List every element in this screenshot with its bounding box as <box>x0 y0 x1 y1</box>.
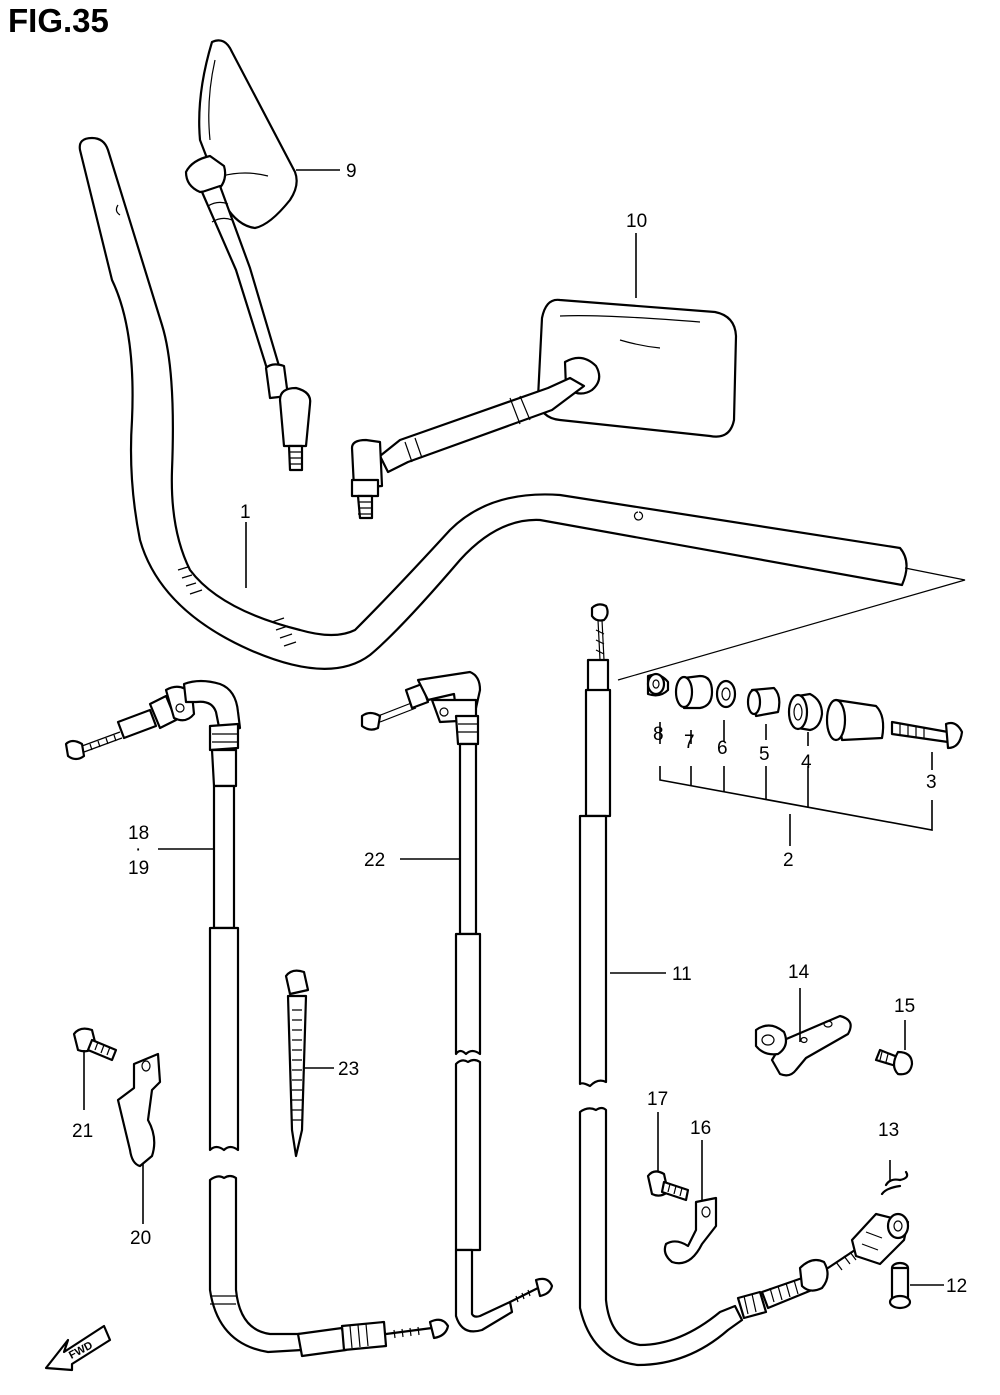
part-23-cable-tie <box>284 969 310 1158</box>
callout-12: 12 <box>946 1276 967 1297</box>
callout-16: 16 <box>690 1118 711 1139</box>
callout-23: 23 <box>338 1059 359 1080</box>
callout-4: 4 <box>801 752 812 773</box>
part-14-bracket <box>754 1014 852 1077</box>
part-22-cable <box>360 670 554 1333</box>
callout-7: 7 <box>684 732 695 753</box>
part-4-damper <box>787 692 824 732</box>
part-clevis <box>850 1212 910 1266</box>
balancer-assembly <box>617 567 966 846</box>
callout-15: 15 <box>894 996 915 1017</box>
callout-2: 2 <box>783 850 794 871</box>
callout-13: 13 <box>878 1120 899 1141</box>
callout-20: 20 <box>130 1228 151 1249</box>
part-12-pin <box>888 1261 912 1310</box>
part-5-spacer <box>746 686 781 718</box>
callout-14: 14 <box>788 962 810 983</box>
part-8-nut <box>646 672 670 697</box>
callout-3: 3 <box>926 772 937 793</box>
part-15-screw <box>874 1048 914 1076</box>
callout-5: 5 <box>759 744 770 765</box>
callout-17: 17 <box>647 1089 668 1110</box>
callout-9: 9 <box>346 161 357 182</box>
mirror-left <box>184 39 312 472</box>
part-20-bracket <box>116 1052 162 1168</box>
callout-18: 18 <box>128 823 149 844</box>
callout-6: 6 <box>717 738 728 759</box>
part-11-clutch-cable <box>578 603 860 1367</box>
leader-lines <box>83 169 944 1286</box>
callout-21: 21 <box>72 1121 93 1142</box>
callout-11: 11 <box>672 964 692 985</box>
forward-arrow: FWD <box>44 1324 112 1372</box>
handlebar <box>78 136 908 670</box>
part-21-bolt <box>72 1027 118 1062</box>
callout-1: 1 <box>240 502 251 523</box>
figure-title: FIG.35 <box>8 2 109 39</box>
part-18-19-throttle-cable <box>64 679 450 1358</box>
part-16-clamp <box>663 1196 718 1265</box>
callout-labels: 9 10 1 8 7 6 5 4 3 2 18 · 19 22 11 14 15… <box>72 161 967 1297</box>
part-3-screw <box>890 720 964 750</box>
callout-22: 22 <box>364 850 385 871</box>
callout-19: 19 <box>128 858 149 879</box>
part-13-clip <box>880 1170 909 1196</box>
part-17-bolt <box>646 1170 690 1202</box>
mirror-right <box>350 298 738 520</box>
callout-10: 10 <box>626 211 647 232</box>
callout-8: 8 <box>653 724 664 745</box>
callout-18-19-separator: · <box>135 839 141 860</box>
part-6-washer <box>715 679 737 709</box>
part-2-weight-body <box>825 698 885 742</box>
part-7-weight <box>674 674 714 710</box>
